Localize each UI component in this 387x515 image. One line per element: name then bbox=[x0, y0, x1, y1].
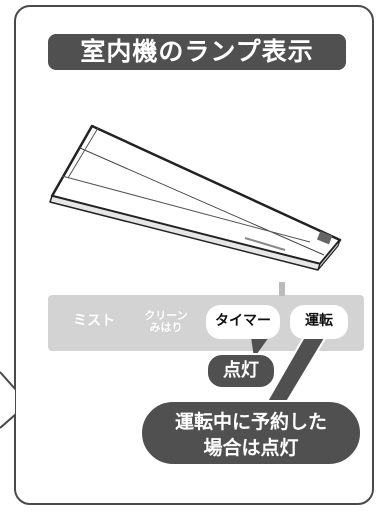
lamp-operation-label: 運転 bbox=[305, 313, 333, 330]
lamp-clean-monitor: クリーン みはり bbox=[137, 305, 195, 339]
operation-callout-line2: 場合は点灯 bbox=[203, 437, 299, 459]
lamp-timer: タイマー bbox=[206, 305, 280, 339]
operation-callout: 運転中に予約した 場合は点灯 bbox=[140, 400, 362, 466]
lamp-mist: ミスト bbox=[66, 305, 122, 339]
lamp-timer-label: タイマー bbox=[215, 313, 271, 330]
lamp-clean-monitor-line2: みはり bbox=[149, 321, 183, 334]
lamp-clean-monitor-line1: クリーン bbox=[144, 308, 188, 322]
panel-pointer bbox=[0, 371, 16, 429]
timer-callout: 点灯 bbox=[206, 353, 276, 389]
panel-title: 室内機のランプ表示 bbox=[48, 34, 346, 70]
lamp-mist-label: ミスト bbox=[73, 313, 115, 330]
indoor-unit-illustration bbox=[49, 124, 342, 271]
lamp-operation: 運転 bbox=[290, 305, 348, 339]
operation-callout-line1: 運転中に予約した bbox=[174, 411, 327, 433]
